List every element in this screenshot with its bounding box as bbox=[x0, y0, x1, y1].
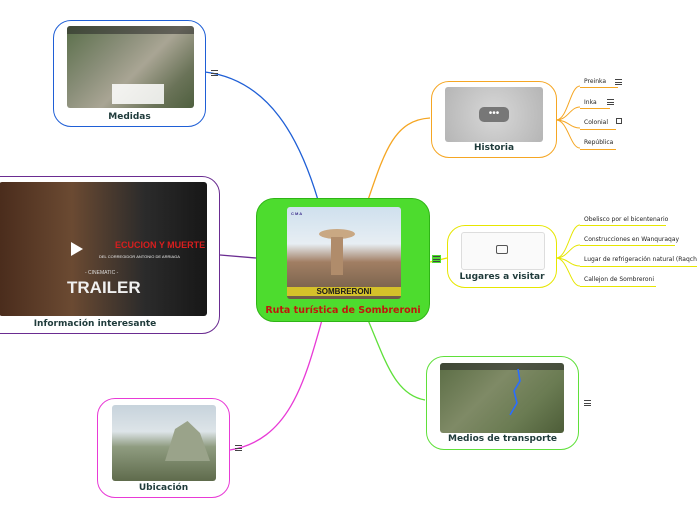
lugares-item-callejon[interactable]: Callejon de Sombreroni bbox=[584, 276, 654, 283]
camera-icon bbox=[496, 245, 508, 254]
link-info bbox=[219, 254, 257, 259]
trailer-top-text: ECUCION Y MUERTE bbox=[115, 240, 206, 250]
medidas-title: Medidas bbox=[108, 112, 151, 122]
lugares-image-placeholder bbox=[461, 232, 545, 270]
link-transporte bbox=[367, 319, 426, 401]
transporte-map-image bbox=[440, 363, 564, 433]
ubicacion-photo bbox=[112, 405, 216, 481]
link-medidas bbox=[204, 71, 319, 201]
node-medidas[interactable]: Medidas bbox=[53, 20, 206, 127]
node-central[interactable]: C M A SOMBRERONI Ruta turística de Sombr… bbox=[256, 198, 430, 322]
preinka-notes-icon[interactable] bbox=[615, 79, 622, 85]
central-logo: C M A bbox=[291, 211, 303, 216]
node-historia[interactable]: ••• Historia bbox=[431, 81, 557, 158]
trailer-big-text: TRAILER bbox=[67, 278, 141, 297]
node-ubicacion[interactable]: Ubicación bbox=[97, 398, 230, 498]
trailer-cinematic-text: - CINEMATIC - bbox=[85, 270, 119, 276]
historia-title: Historia bbox=[473, 143, 515, 153]
transporte-notes-icon[interactable] bbox=[584, 400, 591, 406]
rock-formation bbox=[319, 229, 355, 239]
central-image-caption: SOMBRERONI bbox=[287, 287, 401, 296]
lugares-title: Lugares a visitar bbox=[459, 272, 545, 282]
more-icon: ••• bbox=[479, 107, 509, 122]
node-lugares[interactable]: Lugares a visitar bbox=[447, 225, 557, 288]
play-button[interactable] bbox=[71, 242, 83, 256]
info-trailer-thumbnail: ECUCION Y MUERTE DEL CORREGIDOR ANTONIO … bbox=[0, 182, 207, 316]
historia-item-preinka[interactable]: Preinka bbox=[584, 78, 607, 85]
historia-item-republica[interactable]: República bbox=[584, 139, 614, 146]
central-notes-icon[interactable] bbox=[432, 255, 441, 263]
lugares-item-obelisco[interactable]: Obelisco por el bicentenario bbox=[584, 216, 669, 223]
historia-item-colonial[interactable]: Colonial bbox=[584, 119, 609, 126]
info-title: Información interesante bbox=[33, 319, 157, 329]
transporte-title: Medios de transporte bbox=[448, 434, 557, 444]
medidas-map-image bbox=[67, 26, 194, 108]
inka-notes-icon[interactable] bbox=[607, 99, 614, 105]
node-transporte[interactable]: Medios de transporte bbox=[426, 356, 579, 450]
ubicacion-notes-icon[interactable] bbox=[235, 445, 242, 451]
route-line bbox=[509, 368, 521, 416]
external-link-icon[interactable] bbox=[616, 118, 622, 124]
ubicacion-title: Ubicación bbox=[138, 483, 189, 493]
link-ubicacion bbox=[229, 319, 323, 451]
lugares-item-refrigeracion[interactable]: Lugar de refrigeración natural (Raqchipu bbox=[584, 256, 697, 263]
historia-item-inka[interactable]: Inka bbox=[584, 99, 597, 106]
node-info[interactable]: ECUCION Y MUERTE DEL CORREGIDOR ANTONIO … bbox=[0, 176, 220, 334]
lugares-item-construcciones[interactable]: Construcciones en Wanquraqay bbox=[584, 236, 680, 243]
trailer-sub-text: DEL CORREGIDOR ANTONIO DE ARRIAGA bbox=[99, 254, 180, 259]
link-historia bbox=[367, 117, 431, 201]
central-title: Ruta turística de Sombreroni bbox=[265, 305, 421, 316]
historia-video-thumbnail: ••• bbox=[445, 87, 543, 142]
medidas-notes-icon[interactable] bbox=[211, 70, 218, 76]
central-image: C M A SOMBRERONI bbox=[287, 207, 401, 299]
